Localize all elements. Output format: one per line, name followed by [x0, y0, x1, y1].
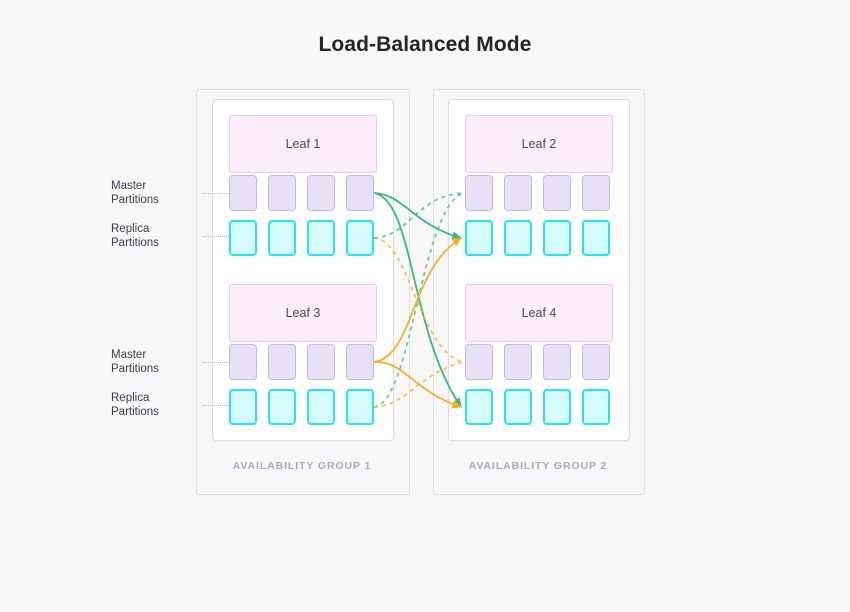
partition-replica-leaf4-1[interactable] [504, 389, 532, 425]
partition-replica-leaf1-2[interactable] [307, 220, 335, 256]
label-replica-line2: Partitions [111, 405, 159, 418]
partition-master-leaf1-1[interactable] [268, 175, 296, 211]
partition-master-leaf1-0[interactable] [229, 175, 257, 211]
leaf-box-leaf-4[interactable]: Leaf 4 [465, 284, 613, 342]
label-master-partitions-bottom: Master Partitions [111, 349, 199, 376]
partition-replica-leaf3-2[interactable] [307, 389, 335, 425]
leaf-box-leaf-2[interactable]: Leaf 2 [465, 115, 613, 173]
partition-replica-leaf2-1[interactable] [504, 220, 532, 256]
partition-master-leaf4-1[interactable] [504, 344, 532, 380]
partition-master-leaf3-2[interactable] [307, 344, 335, 380]
partition-master-leaf3-1[interactable] [268, 344, 296, 380]
partition-master-leaf2-2[interactable] [543, 175, 571, 211]
partition-replica-leaf1-0[interactable] [229, 220, 257, 256]
page-title: Load-Balanced Mode [318, 33, 532, 56]
partition-replica-leaf1-3[interactable] [346, 220, 374, 256]
partition-master-leaf2-0[interactable] [465, 175, 493, 211]
label-replica-line1: Replica [111, 223, 150, 235]
label-master-line1: Master [111, 180, 147, 192]
leader-line-replica-bottom [203, 405, 229, 406]
partition-replica-leaf3-1[interactable] [268, 389, 296, 425]
partition-replica-leaf4-3[interactable] [582, 389, 610, 425]
partition-replica-leaf2-0[interactable] [465, 220, 493, 256]
partition-master-leaf2-1[interactable] [504, 175, 532, 211]
label-replica-partitions-top: Replica Partitions [111, 223, 199, 250]
partition-replica-leaf2-3[interactable] [582, 220, 610, 256]
partition-master-leaf4-3[interactable] [582, 344, 610, 380]
availability-group-1-caption: AVAILABILITY GROUP 1 [232, 460, 372, 472]
partition-master-leaf4-2[interactable] [543, 344, 571, 380]
leaf-box-leaf-1[interactable]: Leaf 1 [229, 115, 377, 173]
leaf-box-leaf-3[interactable]: Leaf 3 [229, 284, 377, 342]
leader-line-master-top [203, 193, 229, 194]
partition-replica-leaf1-1[interactable] [268, 220, 296, 256]
partition-master-leaf1-3[interactable] [346, 175, 374, 211]
leader-line-master-bottom [203, 362, 229, 363]
availability-group-2-caption: AVAILABILITY GROUP 2 [468, 460, 608, 472]
label-master-partitions-top: Master Partitions [111, 180, 199, 207]
label-replica-partitions-bottom: Replica Partitions [111, 392, 199, 419]
partition-master-leaf4-0[interactable] [465, 344, 493, 380]
partition-replica-leaf4-2[interactable] [543, 389, 571, 425]
label-master-line2: Partitions [111, 193, 159, 206]
partition-master-leaf3-0[interactable] [229, 344, 257, 380]
partition-replica-leaf2-2[interactable] [543, 220, 571, 256]
partition-master-leaf3-3[interactable] [346, 344, 374, 380]
label-replica-line1: Replica [111, 392, 150, 404]
partition-replica-leaf3-0[interactable] [229, 389, 257, 425]
label-replica-line2: Partitions [111, 236, 159, 249]
partition-replica-leaf3-3[interactable] [346, 389, 374, 425]
label-master-line2: Partitions [111, 362, 159, 375]
partition-replica-leaf4-0[interactable] [465, 389, 493, 425]
partition-master-leaf1-2[interactable] [307, 175, 335, 211]
partition-master-leaf2-3[interactable] [582, 175, 610, 211]
leader-line-replica-top [203, 236, 229, 237]
label-master-line1: Master [111, 349, 147, 361]
